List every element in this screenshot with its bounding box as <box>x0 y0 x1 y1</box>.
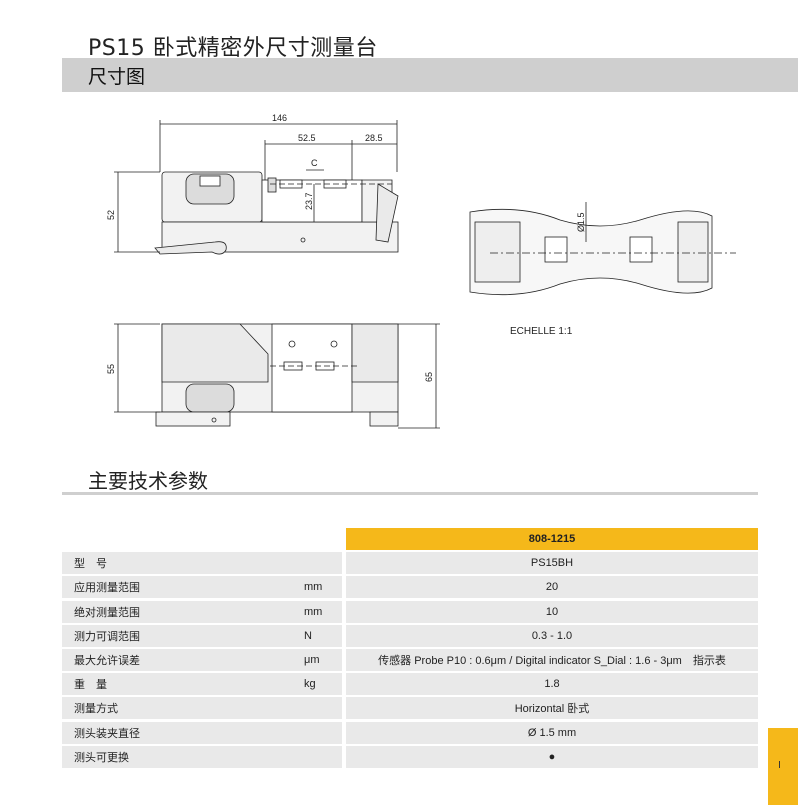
spec-unit: μm <box>304 653 320 666</box>
spec-label: 最大允许误差 <box>74 654 140 667</box>
section-band <box>62 58 798 92</box>
dim-c: C <box>311 158 318 168</box>
specs-title: 主要技术参数 <box>88 469 208 493</box>
dim-146: 146 <box>272 113 287 123</box>
spec-label: 绝对测量范围 <box>74 606 140 619</box>
dim-52-5: 52.5 <box>298 133 316 143</box>
spec-row: 最大允许误差 μm 传感器 Probe P10 : 0.6μm / Digital … <box>62 648 758 671</box>
spec-label: 重 量 <box>74 679 107 692</box>
spec-value: 0.3 - 1.0 <box>346 624 758 647</box>
spec-value: PS15BH <box>346 552 758 575</box>
spec-label-cell: 测力可调范围 N <box>62 624 342 647</box>
spec-unit: mm <box>304 605 323 618</box>
spec-label-cell: 测量方式 <box>62 697 342 720</box>
dim-55: 55 <box>106 364 116 374</box>
chapter-tab <box>768 728 798 805</box>
spec-unit: kg <box>304 678 316 691</box>
spec-label: 应用测量范围 <box>74 582 140 595</box>
dimension-drawings: 146 52.5 28.5 C 23.7 <box>106 113 736 429</box>
spec-row: 重 量 kg 1.8 <box>62 673 758 696</box>
spec-value: 20 <box>346 576 758 599</box>
spec-row: 应用测量范围 mm 20 <box>62 576 758 599</box>
spec-row: 绝对测量范围 mm 10 <box>62 600 758 623</box>
spec-label-cell: 重 量 kg <box>62 673 342 696</box>
spec-value: Ø 1.5 mm <box>346 721 758 744</box>
spec-label-cell: 测头可更换 <box>62 745 342 768</box>
spec-label-cell: 应用测量范围 mm <box>62 576 342 599</box>
plan-view: 55 65 <box>106 323 440 429</box>
spec-label-cell: 型 号 <box>62 552 342 575</box>
dim-28-5: 28.5 <box>365 133 383 143</box>
spec-row: 测头装夹直径 Ø 1.5 mm <box>62 721 758 744</box>
spec-row: 测量方式 Horizontal 卧式 <box>62 697 758 720</box>
spec-label-cell: 绝对测量范围 mm <box>62 600 342 623</box>
spec-unit: N <box>304 629 312 642</box>
spec-row: 测力可调范围 N 0.3 - 1.0 <box>62 624 758 647</box>
spec-label: 型 号 <box>74 558 107 571</box>
spec-label: 测量方式 <box>74 703 118 716</box>
spec-label: 测头装夹直径 <box>74 727 140 740</box>
spec-label-cell: 测头装夹直径 <box>62 721 342 744</box>
spec-unit: mm <box>304 581 323 594</box>
scale-label: ECHELLE 1:1 <box>510 326 573 337</box>
spec-label: 测头可更换 <box>74 751 129 764</box>
spec-value: Horizontal 卧式 <box>346 697 758 720</box>
section-title: 尺寸图 <box>88 66 146 88</box>
dim-23-7: 23.7 <box>304 192 314 210</box>
model-number-header: 808-1215 <box>346 528 758 550</box>
spec-row: 测头可更换 ● <box>62 745 758 768</box>
top-detail-view: Ø1.5 <box>469 202 736 296</box>
title-bar: PS15 卧式精密外尺寸测量台 <box>0 0 798 61</box>
spec-value: ● <box>346 745 758 768</box>
front-view: 146 52.5 28.5 C 23.7 <box>106 113 399 255</box>
spec-header-row: 808-1215 <box>62 528 758 550</box>
spec-label: 测力可调范围 <box>74 630 140 643</box>
dim-52: 52 <box>106 210 116 220</box>
specs-divider <box>62 492 758 495</box>
page-title: PS15 卧式精密外尺寸测量台 <box>88 36 378 61</box>
spec-value: 10 <box>346 600 758 623</box>
spec-value: 传感器 Probe P10 : 0.6μm / Digital indicato… <box>346 648 758 671</box>
spec-label-cell: 最大允许误差 μm <box>62 648 342 671</box>
dim-65: 65 <box>424 372 434 382</box>
spec-row: 型 号 PS15BH <box>62 552 758 575</box>
chapter-tab-label: I <box>778 760 781 771</box>
dim-probe-diameter: Ø1.5 <box>576 212 586 232</box>
spec-value: 1.8 <box>346 673 758 696</box>
